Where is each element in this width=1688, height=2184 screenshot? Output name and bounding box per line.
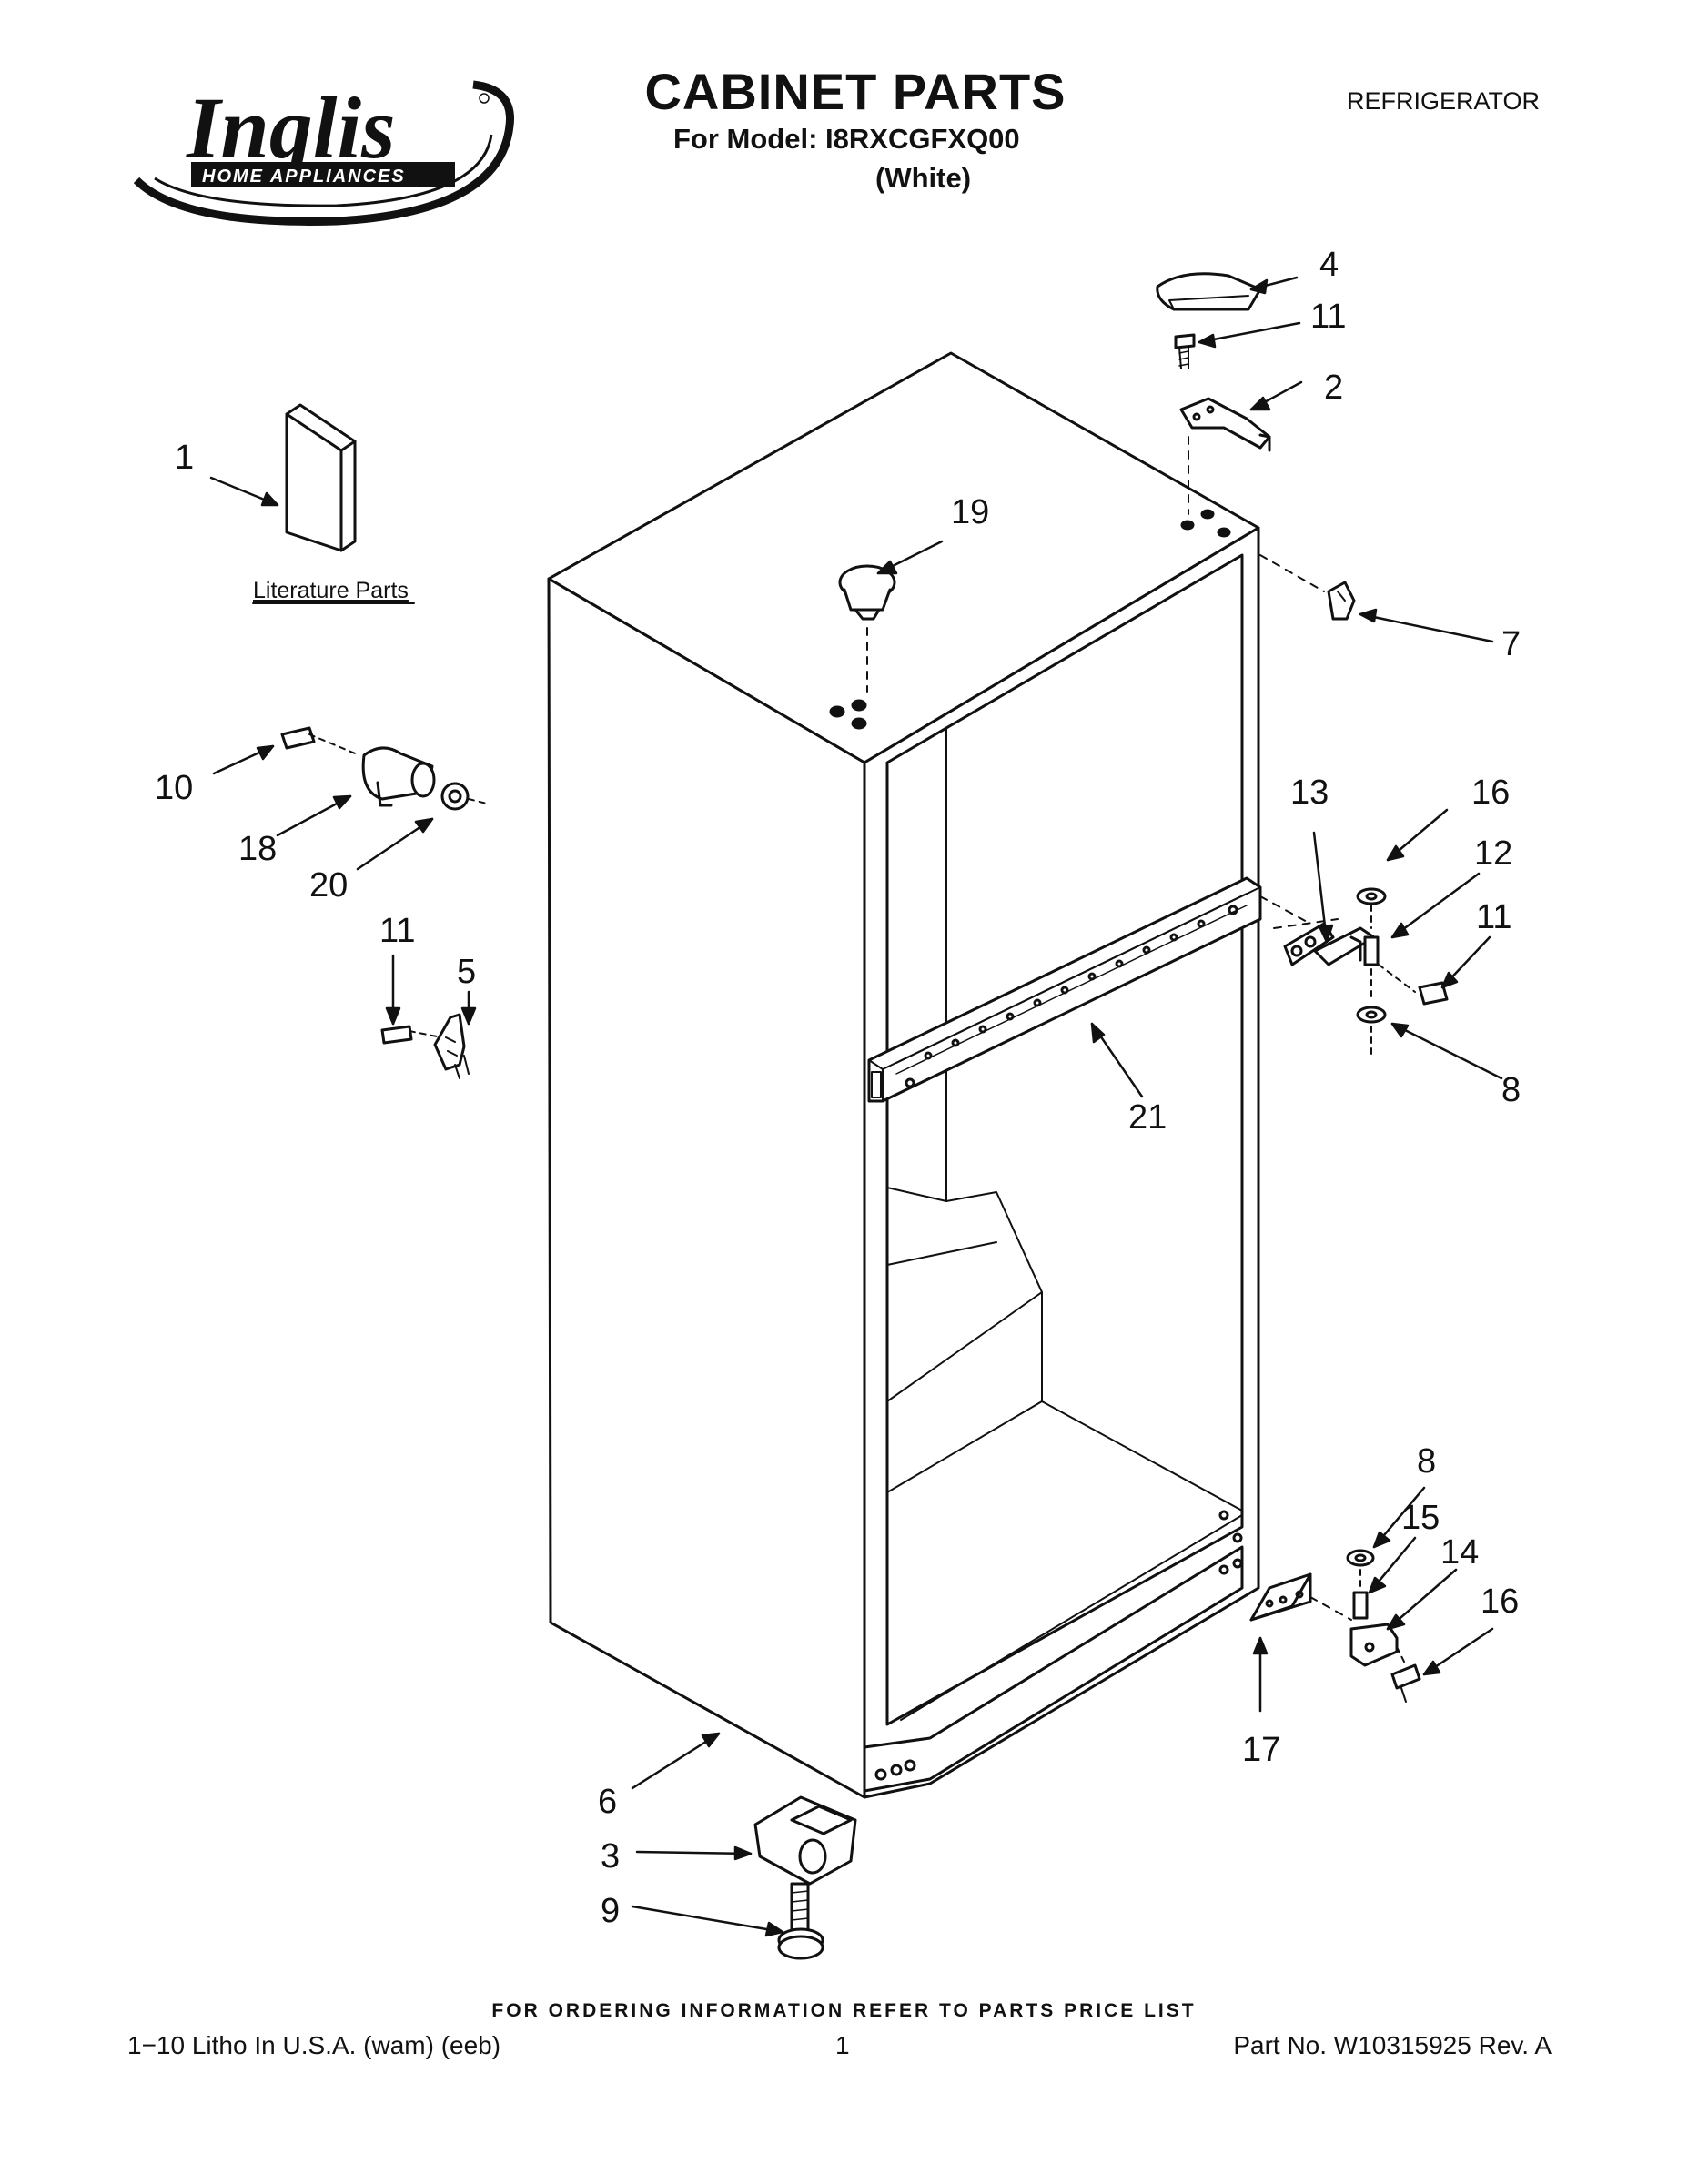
screw-part-11-top	[1174, 333, 1196, 369]
callout-20: 20	[309, 866, 348, 905]
callout-3: 3	[601, 1837, 620, 1876]
bottom-hinge-assembly	[1249, 1549, 1421, 1703]
ordering-note: FOR ORDERING INFORMATION REFER TO PARTS …	[491, 2000, 1197, 2021]
hinge-cap-part-4	[1156, 272, 1262, 311]
appliance-category: REFRIGERATOR	[1347, 87, 1541, 115]
roller-and-leveler	[753, 1795, 857, 1960]
callout-7: 7	[1501, 625, 1521, 663]
callout-1: 1	[175, 439, 194, 477]
callout-15: 15	[1401, 1499, 1440, 1537]
callout-numbers: 4 11 2 1 19 7 10 18 20 11 5 13 16 12 11 …	[155, 246, 1521, 1930]
brand-tagline: HOME APPLIANCES	[202, 167, 406, 187]
callout-11-left: 11	[379, 912, 415, 950]
hinge-pin-part-7	[1259, 554, 1356, 621]
page-title: CABINET PARTS	[644, 63, 1066, 120]
litho-info: 1−10 Litho In U.S.A. (wam) (eeb)	[127, 2031, 501, 2059]
callout-12: 12	[1474, 834, 1512, 873]
page-number: 1	[835, 2031, 850, 2059]
callout-4: 4	[1319, 246, 1339, 284]
model-variant: (White)	[875, 162, 972, 194]
callout-8-bottom: 8	[1417, 1442, 1436, 1481]
callout-10: 10	[155, 769, 193, 807]
callout-8-top: 8	[1501, 1071, 1521, 1109]
callout-14: 14	[1440, 1533, 1479, 1572]
part-number: Part No. W10315925 Rev. A	[1233, 2031, 1552, 2059]
callout-6: 6	[598, 1783, 617, 1821]
center-hinge-assembly	[1259, 887, 1449, 1057]
callout-18: 18	[238, 830, 277, 868]
literature-parts-book	[285, 403, 357, 552]
center-rail-part-21	[867, 876, 1262, 1103]
door-stop-assembly	[280, 726, 488, 811]
literature-parts-label: Literature Parts	[253, 578, 409, 603]
callout-9: 9	[601, 1892, 620, 1930]
callout-16-top: 16	[1471, 774, 1510, 812]
callout-19: 19	[951, 493, 989, 531]
callout-21: 21	[1128, 1098, 1167, 1137]
callout-5: 5	[457, 953, 476, 991]
callout-17: 17	[1242, 1731, 1280, 1769]
top-hinge-part-2	[1179, 397, 1271, 515]
model-number: For Model: I8RXCGFXQ00	[673, 123, 1020, 155]
leader-lines	[209, 276, 1503, 1937]
brand-name: Inglis	[186, 79, 395, 177]
callout-11-right: 11	[1476, 898, 1511, 936]
door-stop-part-5	[380, 1013, 470, 1079]
refrigerator-cabinet	[547, 351, 1260, 1799]
callout-2: 2	[1324, 369, 1343, 407]
callout-16-bottom: 16	[1481, 1582, 1519, 1621]
callout-13: 13	[1290, 774, 1329, 812]
callout-11-top: 11	[1310, 298, 1346, 336]
inglis-logo: Inglis HOME APPLIANCES	[133, 79, 514, 226]
